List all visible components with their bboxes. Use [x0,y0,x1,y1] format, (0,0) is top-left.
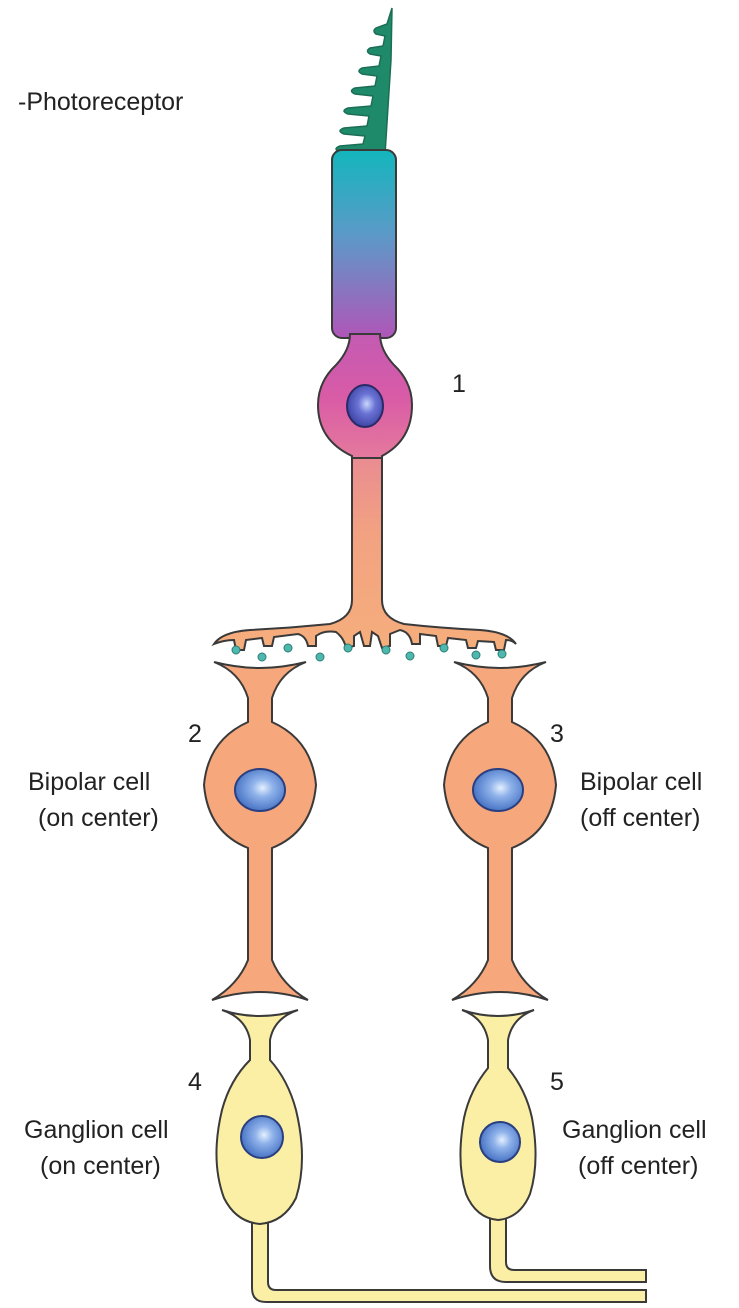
ganglion-on-nucleus [241,1116,283,1158]
transmitter-dot [284,644,292,652]
bipolar-off-label-line1: Bipolar cell [580,768,702,796]
ganglion-off-nucleus [480,1122,520,1162]
ganglion-on-label-line1: Ganglion cell [24,1116,169,1144]
transmitter-dot [382,646,390,654]
transmitter-dot [498,650,506,658]
ganglion-on-label-line2: (on center) [40,1152,161,1180]
ganglion-axons [252,1218,646,1302]
bipolar-on-body [204,662,316,1000]
bipolar-cell-off-center [444,662,556,1000]
ganglion-cell-on-center [216,1010,302,1224]
ganglion-off-label-line2: (off center) [578,1152,698,1180]
bipolar-on-label-line2: (on center) [38,804,159,832]
transmitter-dot [406,652,414,660]
bipolar-on-nucleus [235,769,285,811]
photoreceptor-nucleus [347,385,383,427]
photoreceptor-disc-stack [336,8,392,170]
photoreceptor-cell [214,8,516,650]
ganglion-off-label-line1: Ganglion cell [562,1116,707,1144]
photoreceptor-label: -Photoreceptor [18,88,183,116]
ganglion-on-axon [252,1218,646,1302]
bipolar-on-label-line1: Bipolar cell [28,768,150,796]
transmitter-dot [232,646,240,654]
photoreceptor-outer-segment [332,150,396,338]
transmitter-dot [440,644,448,652]
bipolar-off-label-line2: (off center) [580,804,700,832]
ganglion-cell-off-center [460,1010,535,1220]
transmitter-dot [258,653,266,661]
transmitter-dot [344,644,352,652]
label-number-5: 5 [550,1068,564,1096]
transmitter-dot [316,653,324,661]
bipolar-off-body [444,662,556,1000]
transmitter-dot [472,651,480,659]
label-number-3: 3 [550,720,564,748]
label-number-1: 1 [452,370,466,398]
label-number-4: 4 [188,1068,202,1096]
photoreceptor-axon-terminal [214,458,516,650]
bipolar-cell-on-center [204,662,316,1000]
bipolar-off-nucleus [473,769,523,811]
ganglion-off-axon [490,1218,646,1282]
ganglion-off-body [460,1010,535,1220]
label-number-2: 2 [188,720,202,748]
